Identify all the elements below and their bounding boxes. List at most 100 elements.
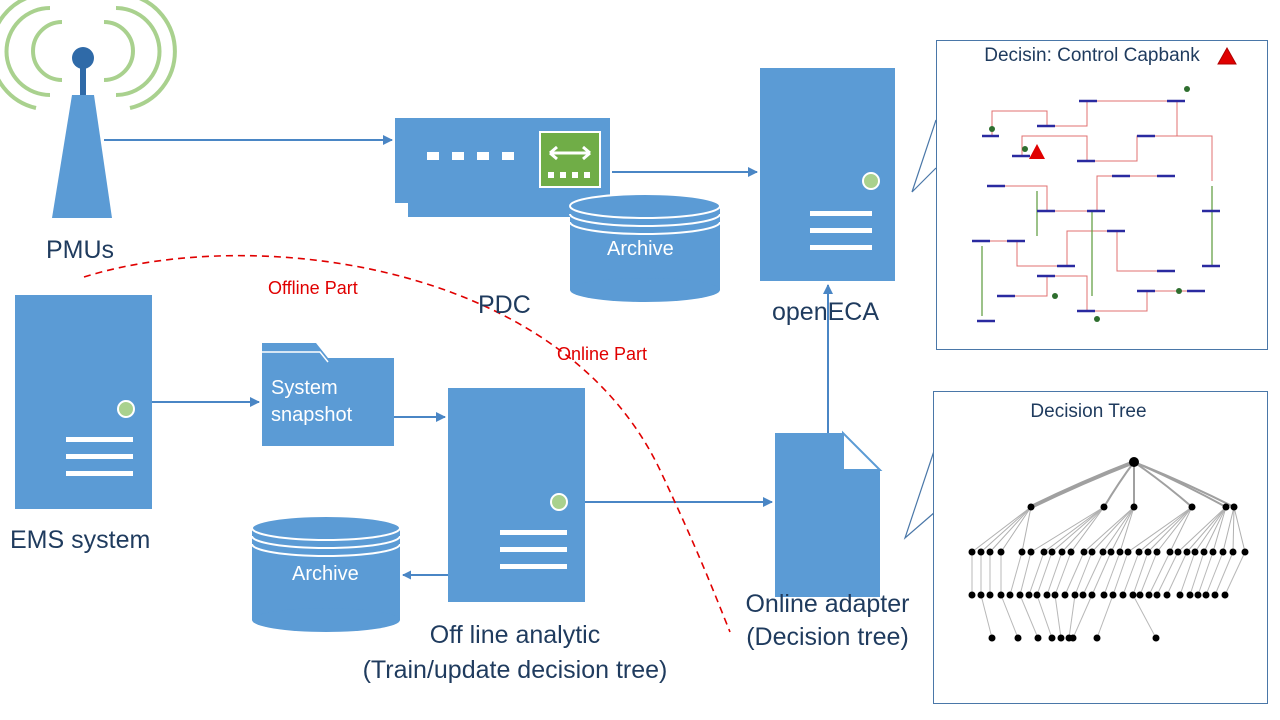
tree-node: [1219, 548, 1227, 556]
tree-node: [1100, 503, 1108, 511]
decision-tree-graph: [968, 457, 1249, 642]
pmus-label: PMUs: [46, 236, 115, 264]
tree-node: [1129, 457, 1139, 467]
online-adapter-document-icon: [775, 430, 883, 597]
tree-node: [1209, 548, 1217, 556]
tree-edge: [1036, 594, 1053, 639]
tree-edge: [1222, 506, 1235, 553]
tree-node: [1067, 548, 1075, 556]
capbank-panel-title: Decisin: Control Capbank: [984, 45, 1200, 66]
tree-callout-pointer: [903, 447, 936, 540]
tree-node: [1079, 591, 1087, 599]
tree-edge: [1133, 461, 1193, 508]
tree-node: [997, 591, 1005, 599]
tree-edge: [1064, 551, 1085, 596]
tree-node: [1191, 548, 1199, 556]
tree-edge: [1000, 506, 1032, 553]
tree-node: [977, 548, 985, 556]
tree-node: [1145, 591, 1153, 599]
tree-edge: [1132, 551, 1149, 596]
tree-edge: [1214, 551, 1234, 596]
tree-edge: [1103, 551, 1121, 596]
archive-bottom-label: Archive: [292, 563, 359, 585]
tree-node: [1129, 591, 1137, 599]
ems-server: [15, 295, 152, 509]
tree-edge: [1083, 506, 1135, 553]
tree-edge: [1127, 506, 1193, 553]
tree-node: [968, 591, 976, 599]
tree-node: [1202, 591, 1210, 599]
tree-node: [1230, 503, 1238, 511]
online-adapter-label-line2: (Decision tree): [746, 623, 909, 652]
tree-edge: [1177, 506, 1227, 553]
tree-edge: [1119, 506, 1135, 553]
tree-node: [1093, 634, 1101, 642]
tree-node: [1034, 634, 1042, 642]
tree-node: [1174, 548, 1182, 556]
tree-edge: [1186, 506, 1227, 553]
tree-edge: [1072, 594, 1093, 639]
tree-node: [1043, 591, 1051, 599]
tree-node: [1088, 591, 1096, 599]
tree-node: [1058, 548, 1066, 556]
tree-node: [1018, 548, 1026, 556]
tree-node: [1069, 634, 1077, 642]
tree-node: [1222, 503, 1230, 511]
tree-edge: [980, 506, 1032, 553]
pdc-label: PDC: [478, 291, 531, 319]
tree-node: [1088, 548, 1096, 556]
tree-edge: [989, 506, 1032, 553]
tree-edge: [1091, 506, 1135, 553]
ems-label: EMS system: [10, 526, 151, 554]
tree-edge: [1068, 594, 1076, 639]
offline-part-label: Offline Part: [268, 278, 358, 298]
tree-edge: [1102, 506, 1135, 553]
tree-edge: [1082, 551, 1104, 596]
tree-node: [1099, 548, 1107, 556]
tree-node: [1130, 503, 1138, 511]
flow-arrows: [104, 135, 833, 580]
offline-analytic-label-line1: Off line analytic: [429, 621, 601, 649]
tree-edge: [1203, 506, 1227, 553]
tree-edge: [1189, 551, 1205, 596]
offline-analytic-label-line2: (Train/update decision tree): [362, 655, 668, 684]
tree-node: [1014, 634, 1022, 642]
tree-edge: [1009, 551, 1023, 596]
tree-node: [1194, 591, 1202, 599]
snapshot-label-line1: System: [271, 377, 338, 399]
tree-node: [986, 591, 994, 599]
tree-edge: [1030, 506, 1105, 553]
tree-edge: [1138, 506, 1193, 553]
openeca-label: openECA: [772, 298, 880, 326]
tree-node: [1124, 548, 1132, 556]
tree-node: [1027, 548, 1035, 556]
tree-node: [1152, 634, 1160, 642]
archive-bottom-cylinder: [251, 515, 401, 632]
tree-edge: [1139, 551, 1158, 596]
tree-node: [1025, 591, 1033, 599]
tree-edge: [1148, 551, 1171, 596]
tree-node: [1048, 548, 1056, 556]
tree-node: [977, 591, 985, 599]
tree-edge: [1224, 551, 1246, 596]
tree-node: [1166, 548, 1174, 556]
tree-node: [1006, 591, 1014, 599]
tree-node: [1135, 548, 1143, 556]
tree-node: [1153, 591, 1161, 599]
tree-node: [1061, 591, 1069, 599]
tree-node: [1188, 503, 1196, 511]
tree-node: [1211, 591, 1219, 599]
tree-node: [1241, 548, 1249, 556]
tree-edge: [1212, 506, 1227, 553]
offline-online-boundary: [83, 254, 731, 633]
tree-node: [1221, 591, 1229, 599]
tree-edge: [1197, 551, 1214, 596]
tree-node: [1080, 548, 1088, 556]
tree-edge: [1096, 594, 1114, 639]
online-part-label: Online Part: [557, 344, 648, 364]
tree-edge: [1054, 551, 1072, 596]
tree-node: [1107, 548, 1115, 556]
tree-edge: [1133, 461, 1227, 508]
tree-edge: [1061, 506, 1105, 553]
tree-node: [1136, 591, 1144, 599]
